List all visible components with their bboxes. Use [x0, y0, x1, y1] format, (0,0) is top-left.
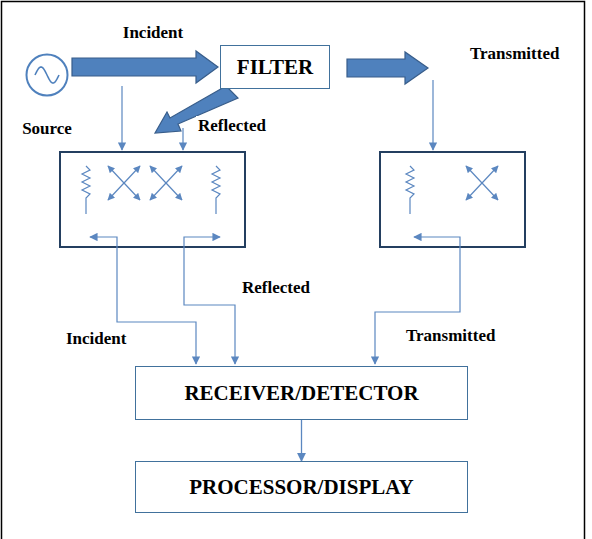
- coupler-arrow: [466, 166, 498, 200]
- resistor-symbol: [406, 166, 414, 214]
- box-title: RECEIVER/DETECTOR: [184, 381, 418, 406]
- signal-label: Transmitted: [468, 44, 561, 64]
- edge-label: Incident: [121, 23, 185, 43]
- box-title: PROCESSOR/DISPLAY: [189, 475, 413, 500]
- coupler-arrow: [150, 166, 182, 200]
- receiver-box: RECEIVER/DETECTOR: [135, 366, 468, 420]
- resistor-symbol: [82, 166, 90, 214]
- incident-tap: [121, 86, 122, 150]
- source-label: Source: [22, 119, 72, 139]
- signal-label: Reflected: [196, 116, 268, 136]
- coupler-arrow: [108, 166, 140, 200]
- signal-arrow: [72, 51, 218, 83]
- transmitted-tap: [432, 80, 433, 150]
- coupler-arrow: [150, 166, 182, 200]
- source-outline: [25, 53, 69, 97]
- signal-label: Reflected: [240, 278, 312, 298]
- transmitted-arrow: [347, 52, 428, 84]
- resistor-symbol: [212, 166, 220, 214]
- reflected-feed: [184, 237, 235, 364]
- processor-box: PROCESSOR/DISPLAY: [135, 461, 468, 513]
- coupler-box: [380, 152, 525, 247]
- box-title: FILTER: [237, 55, 313, 80]
- signal-label: Transmitted: [404, 326, 497, 346]
- filter-box: FILTER: [220, 45, 330, 89]
- source-symbol: Source: [25, 53, 69, 97]
- reflected-tap: [182, 128, 183, 150]
- sine-symbol: [35, 67, 59, 83]
- signal-label: Incident: [64, 329, 128, 349]
- coupler-arrow: [108, 166, 140, 200]
- coupler-box: [60, 152, 245, 247]
- signal-line: [301, 420, 302, 461]
- source-circle: [27, 55, 68, 96]
- coupler-arrow: [466, 166, 498, 200]
